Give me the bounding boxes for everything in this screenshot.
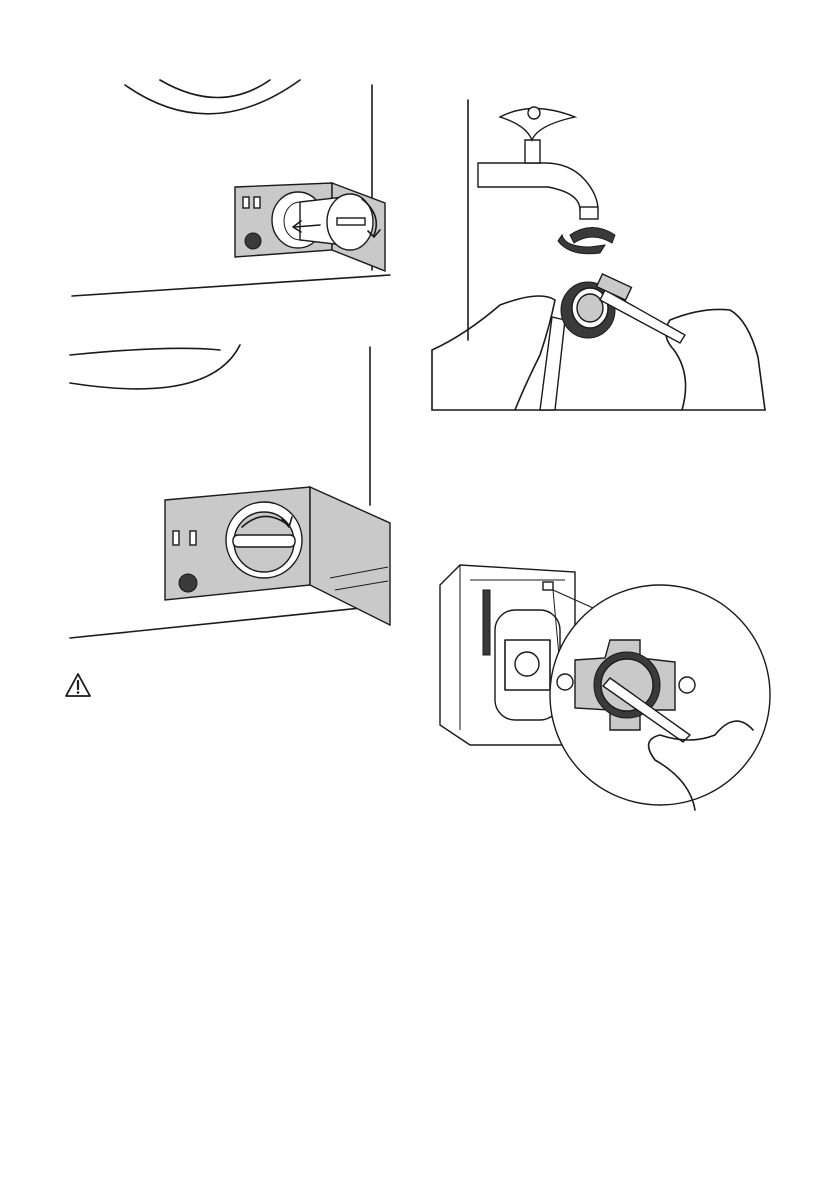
warning-triangle-icon: [64, 672, 92, 698]
drain-filter-unscrew-illustration: [60, 75, 390, 305]
hose-filter-cleaning-illustration: [430, 95, 770, 415]
drain-filter-tighten-illustration: [60, 335, 390, 645]
inlet-valve-filter-illustration: [435, 560, 755, 815]
